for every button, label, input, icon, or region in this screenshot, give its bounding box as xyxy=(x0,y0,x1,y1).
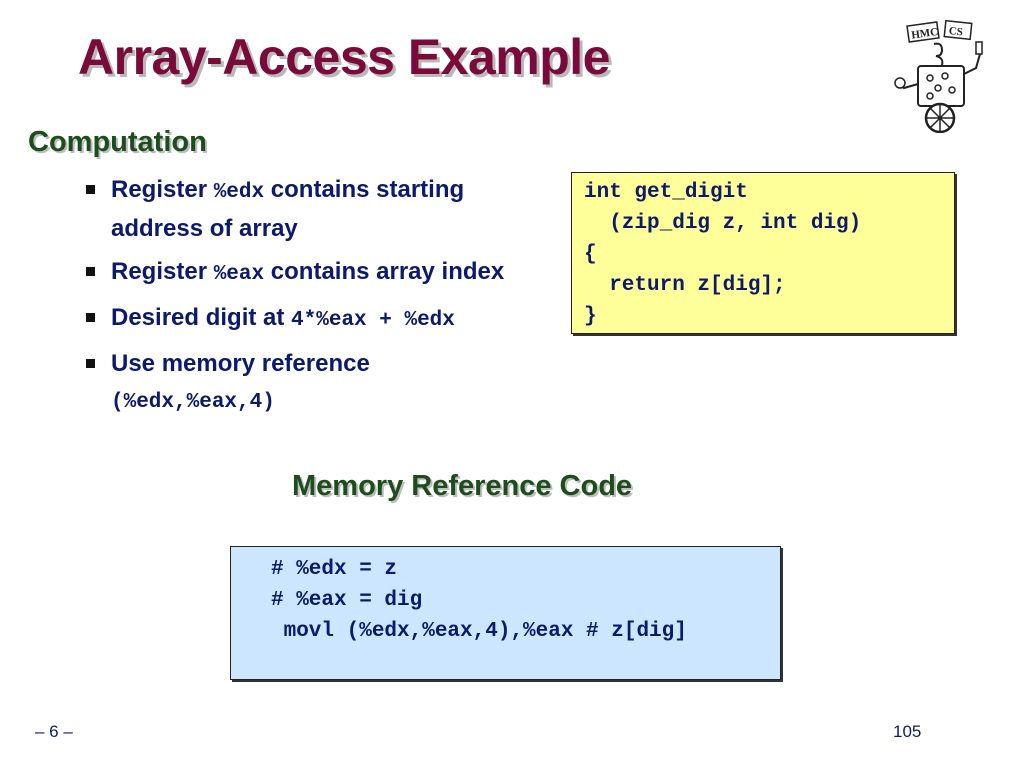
bullet-item: Register %eax contains array index xyxy=(86,254,556,293)
assembly-code-box: # %edx = z # %eax = dig movl (%edx,%eax,… xyxy=(230,546,781,680)
inline-code: (%edx,%eax,4) xyxy=(111,391,275,414)
c-code-box: int get_digit (zip_dig z, int dig) { ret… xyxy=(571,172,955,334)
page-label: – 6 – xyxy=(35,722,73,741)
computation-bullet-list: Register %edx contains starting address … xyxy=(86,172,556,428)
bullet-item: Register %edx contains starting address … xyxy=(86,172,556,247)
logo-text-hmc: HMC xyxy=(911,26,939,42)
bullet-item: Use memory reference (%edx,%eax,4) xyxy=(86,346,556,421)
inline-code: 4*%eax + %edx xyxy=(291,309,455,332)
section-heading-memory-reference: Memory Reference Code xyxy=(292,470,633,502)
section-heading-computation: Computation xyxy=(28,126,207,158)
hmc-cs-logo: HMC CS xyxy=(890,18,990,134)
logo-text-cs: CS xyxy=(948,25,963,38)
slide-title: Array-Access Example xyxy=(78,29,611,85)
inline-code: %edx xyxy=(213,181,265,204)
inline-code: %eax xyxy=(213,263,265,286)
slide-number: 105 xyxy=(893,722,922,741)
bullet-item: Desired digit at 4*%eax + %edx xyxy=(86,300,556,339)
